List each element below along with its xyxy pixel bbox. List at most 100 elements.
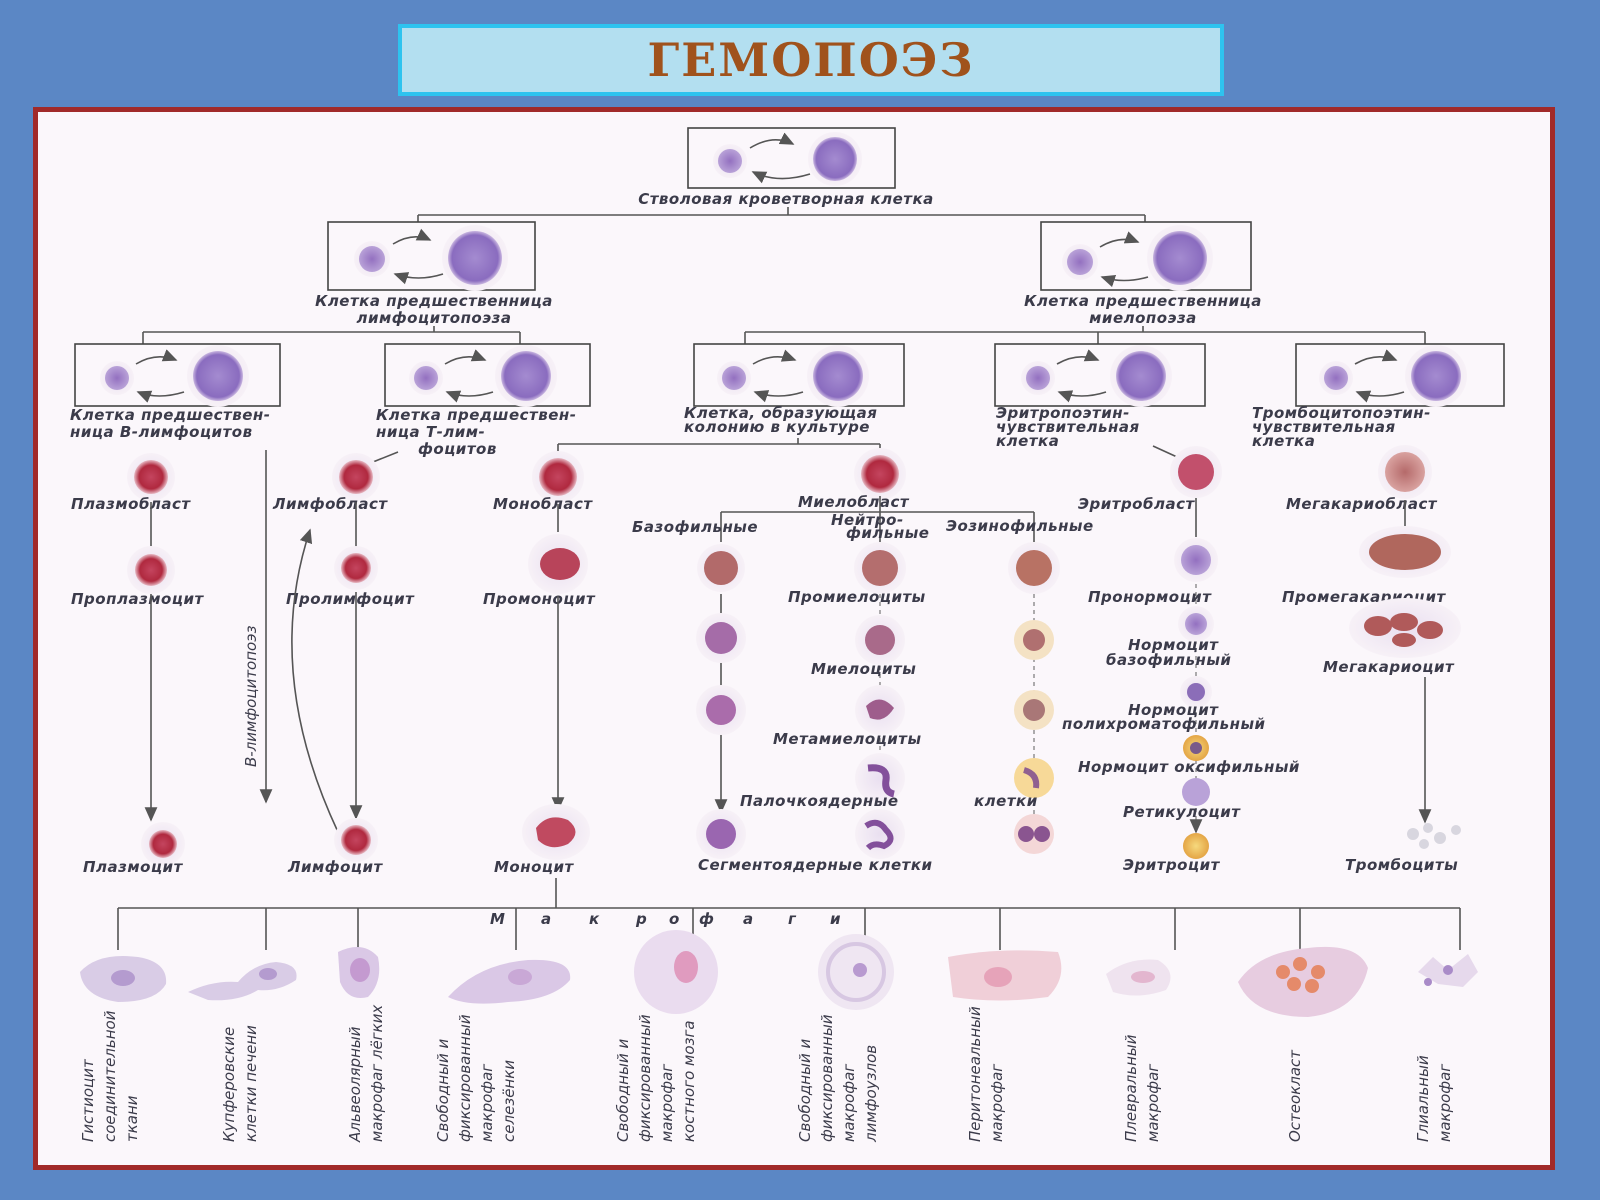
erythro-sensitive-box xyxy=(994,343,1206,407)
erythrocyte-label: Эритроцит xyxy=(1123,856,1221,874)
monoblast-label: Монобласт xyxy=(493,495,593,513)
svg-text:М: М xyxy=(490,910,505,928)
lymph-node-macrophage-cell xyxy=(818,934,894,1010)
macrophage-label-line: макрофаг лёгких xyxy=(368,1005,386,1142)
lymph-precursor-line1: Клетка предшественница xyxy=(315,292,553,310)
stem-cell-box xyxy=(687,127,896,189)
erythroblast-label: Эритробласт xyxy=(1078,495,1195,513)
normocyte-basophilic-line1: Нормоцит xyxy=(1128,636,1219,654)
plasmoblast-cell xyxy=(127,453,175,501)
macrophage-label-line: лимфоузлов xyxy=(862,1045,880,1143)
macrophage-label-line: Перитонеальный xyxy=(966,1006,984,1142)
svg-text:и: и xyxy=(830,910,841,928)
promonocyte-label: Промоноцит xyxy=(483,590,596,608)
histiocyte-cell xyxy=(80,956,167,1002)
erythro-sensitive-line1: Эритропоэтин- xyxy=(996,404,1130,422)
macrophage-label-line: селезёнки xyxy=(500,1060,518,1142)
svg-text:о: о xyxy=(669,910,680,928)
platelets-label: Тромбоциты xyxy=(1345,856,1458,874)
osteoclast-cell xyxy=(1238,946,1368,1017)
lymphocyte-cell xyxy=(334,818,378,862)
t-precursor-line2: ница Т-лим- xyxy=(376,423,485,441)
neutrophilic-line2: фильные xyxy=(846,524,929,542)
promonocyte-cell xyxy=(528,534,588,594)
basophil-metamyelocyte-cell xyxy=(696,685,746,735)
prolymphocyte-label: Пролимфоцит xyxy=(286,590,415,608)
myelo-precursor-line2: миелопоэза xyxy=(1089,309,1197,327)
prolymphocyte-cell xyxy=(334,546,378,590)
macrophage-label-line: фиксированный xyxy=(636,1014,654,1142)
macrophage-label-line: фиксированный xyxy=(456,1014,474,1142)
eosinophil-band-cell xyxy=(1014,758,1054,798)
lymphoblast-label: Лимфобласт xyxy=(272,495,388,513)
plasmocyte-cell xyxy=(141,822,185,866)
lymphoblast-cell xyxy=(332,453,380,501)
reticulocyte-cell xyxy=(1182,778,1210,806)
megakaryoblast-cell xyxy=(1378,445,1432,499)
macrophage-label-line: Остеокласт xyxy=(1286,1049,1304,1142)
normocyte-polychromatic-cell xyxy=(1180,676,1212,708)
t-precursor-line1: Клетка предшествен- xyxy=(376,406,576,424)
macrophage-label-line: Альвеолярный xyxy=(346,1026,364,1143)
b-precursor-box xyxy=(74,343,281,407)
macrophage-label-line: ткани xyxy=(123,1095,141,1142)
svg-text:ф: ф xyxy=(699,910,714,928)
normocyte-polychromatic-line2: полихроматофильный xyxy=(1062,715,1266,733)
pronormocyte-label: Пронормоцит xyxy=(1088,588,1212,606)
eosinophil-myelocyte-cell xyxy=(1014,620,1054,660)
diagram-panel: Стволовая кроветворная клетка Клетка пре… xyxy=(33,107,1555,1170)
macrophage-label-line: макрофаг xyxy=(658,1064,676,1142)
kupffer-cell xyxy=(188,962,297,1001)
macrophage-label-line: костного мозга xyxy=(680,1020,698,1142)
basophil-myelocyte-cell xyxy=(696,613,746,663)
macrophage-label-line: клетки печени xyxy=(242,1025,260,1142)
glial-macrophage-cell xyxy=(1418,954,1478,987)
title-box: ГЕМОПОЭЗ xyxy=(398,24,1224,96)
neutrophil-myelocyte-cell xyxy=(855,615,905,665)
myeloblast-label: Миелобласт xyxy=(798,493,910,511)
thrombo-sensitive-line1: Тромбоцитопоэтин- xyxy=(1252,404,1431,422)
neutrophil-metamyelocyte-cell xyxy=(855,685,905,735)
b-precursor-line1: Клетка предшествен- xyxy=(70,406,270,424)
macrophage-label-9: Остеокласт xyxy=(1286,1049,1304,1142)
erythro-sensitive-line2: чувствительная xyxy=(996,418,1140,436)
erythro-sensitive-line3: клетка xyxy=(996,432,1059,450)
svg-text:а: а xyxy=(743,910,754,928)
macrophage-label-line: макрофаг xyxy=(840,1064,858,1142)
lymphocyte-label: Лимфоцит xyxy=(287,858,384,876)
erythroblast-cell xyxy=(1170,446,1222,498)
page-title: ГЕМОПОЭЗ xyxy=(647,33,975,87)
band-label: Палочкоядерные xyxy=(740,792,899,810)
macrophage-label-line: макрофаг xyxy=(1144,1064,1162,1142)
monoblast-cell xyxy=(532,451,584,503)
b-precursor-line2: ница В-лимфоцитов xyxy=(70,423,253,441)
svg-text:а: а xyxy=(541,910,552,928)
pronormocyte-cell xyxy=(1174,538,1218,582)
basophilic-label: Базофильные xyxy=(632,518,758,536)
svg-text:к: к xyxy=(589,910,600,928)
lymph-precursor-line2: лимфоцитопоэза xyxy=(357,309,512,327)
promegakaryocyte-cell xyxy=(1359,526,1451,578)
macrophage-label-line: Свободный и xyxy=(614,1039,632,1142)
proplasmocyte-label: Проплазмоцит xyxy=(71,590,204,608)
thrombo-sensitive-line2: чувствительная xyxy=(1252,418,1396,436)
normocyte-polychromatic-line1: Нормоцит xyxy=(1128,701,1219,719)
plasmocyte-label: Плазмоцит xyxy=(83,858,184,876)
normocyte-basophilic-line2: базофильный xyxy=(1106,651,1231,669)
myelo-precursor-line1: Клетка предшественница xyxy=(1024,292,1262,310)
megakaryocyte-label: Мегакариоцит xyxy=(1323,658,1455,676)
macrophage-label-line: Свободный и xyxy=(434,1039,452,1142)
myelocytes-label: Миелоциты xyxy=(811,660,916,678)
marrow-macrophage-cell xyxy=(634,930,718,1014)
cfu-line1: Клетка, образующая xyxy=(684,404,877,422)
normocyte-oxyphilic-label: Нормоцит оксифильный xyxy=(1078,758,1300,776)
macrophage-label-line: макрофаг xyxy=(988,1064,1006,1142)
